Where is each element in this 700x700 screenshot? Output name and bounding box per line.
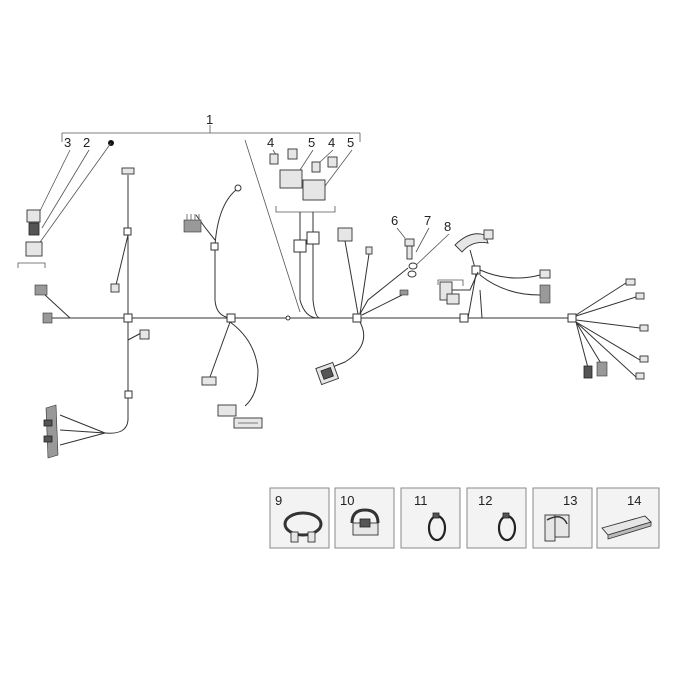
part-box-13: 13 [532, 487, 593, 549]
part-number-14: 14 [627, 493, 641, 508]
cable-clip-icon [544, 514, 570, 542]
part-number-13: 13 [563, 493, 577, 508]
part-box-12: 12 [466, 487, 527, 549]
part-number-9: 9 [275, 493, 282, 508]
part-box-14: 14 [596, 487, 660, 549]
branch-right-center [437, 229, 551, 323]
callout-4: 4 [328, 135, 335, 150]
main-bracket [61, 125, 361, 313]
branch-center [315, 227, 409, 386]
cable-tie-icon [497, 512, 517, 542]
main-trunk [42, 312, 574, 324]
pipe-clamp-icon [283, 511, 323, 543]
branch-center-left [183, 184, 291, 429]
end-connector-left [42, 312, 53, 324]
bolt-and-washers [399, 238, 418, 296]
callout-5: 5 [308, 135, 315, 150]
part-number-10: 10 [340, 493, 354, 508]
callout-3: 3 [64, 135, 71, 150]
part-number-11: 11 [414, 493, 428, 508]
multi-pin-connector [183, 214, 202, 233]
callout-7: 7 [424, 213, 431, 228]
part-box-9: 9 [269, 487, 330, 549]
relay-connectors [269, 148, 338, 319]
part-number-12: 12 [478, 493, 492, 508]
socket-connector [315, 361, 340, 386]
part-box-10: 10 [334, 487, 395, 549]
cable-tie-icon [427, 512, 447, 542]
branch-left-lower [43, 322, 150, 459]
foam-strip-icon [601, 515, 652, 540]
callout-1: 1 [206, 112, 213, 127]
callout-5: 5 [347, 135, 354, 150]
connector-cluster-left [17, 209, 71, 319]
callout-8: 8 [444, 219, 451, 234]
part-box-11: 11 [400, 487, 461, 549]
hinge-clamp-icon [350, 508, 380, 536]
callout-2: 2 [83, 135, 90, 150]
branch-left-upper [110, 167, 135, 323]
leader-lines [37, 140, 450, 269]
branch-right-fanout [567, 278, 649, 380]
callout-6: 6 [391, 213, 398, 228]
callout-4: 4 [267, 135, 274, 150]
